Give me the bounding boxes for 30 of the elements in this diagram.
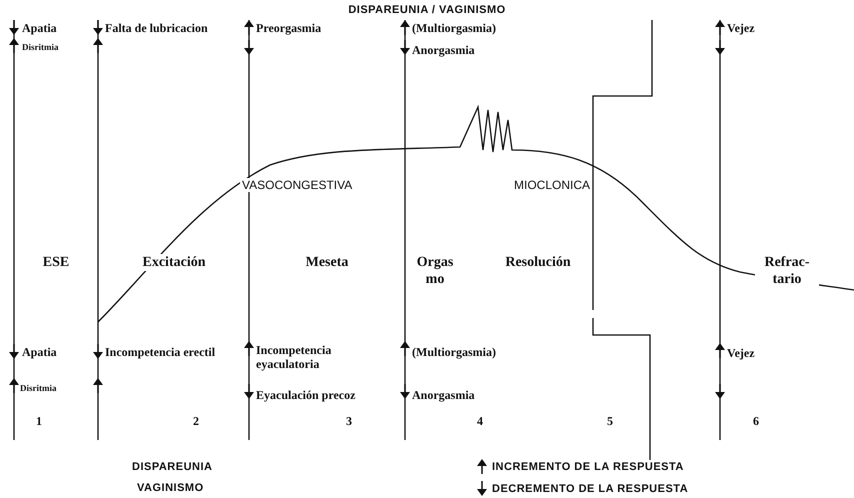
label: Falta de lubricacion bbox=[105, 21, 208, 35]
phase-name: Refrac- tario bbox=[755, 254, 819, 288]
label: Disritmia bbox=[22, 41, 58, 54]
step-number: 3 bbox=[346, 414, 352, 428]
step-number: 5 bbox=[607, 414, 613, 428]
legend-text: DECREMENTO DE LA RESPUESTA bbox=[492, 482, 688, 494]
label: Anorgasmia bbox=[412, 43, 475, 57]
label: (Multiorgasmia) bbox=[412, 345, 496, 359]
label: Anorgasmia bbox=[412, 388, 475, 402]
label: Vejez bbox=[727, 21, 755, 35]
step-number: 1 bbox=[36, 414, 42, 428]
label: Vejez bbox=[727, 346, 755, 360]
label: Incompetencia eyaculatoria bbox=[256, 343, 332, 371]
phase-label: VASOCONGESTIVA bbox=[240, 178, 354, 192]
label: Incompetencia erectil bbox=[105, 345, 216, 359]
legend-text: INCREMENTO DE LA RESPUESTA bbox=[492, 460, 684, 472]
phase-label: MIOCLONICA bbox=[512, 178, 592, 192]
note: DISPAREUNIA bbox=[132, 460, 212, 474]
label: Eyaculación precoz bbox=[256, 388, 356, 402]
step-number: 4 bbox=[477, 414, 483, 428]
label: Preorgasmia bbox=[256, 21, 322, 35]
label: Apatia bbox=[22, 21, 57, 35]
label: (Multiorgasmia) bbox=[412, 21, 496, 35]
note: VAGINISMO bbox=[137, 481, 204, 495]
label: Apatia bbox=[22, 345, 57, 359]
label: Disritmia bbox=[20, 382, 56, 395]
heading: DISPAREUNIA / VAGINISMO bbox=[347, 3, 507, 17]
step-number: 6 bbox=[753, 414, 759, 428]
phase-name: Excitación bbox=[140, 254, 208, 271]
step-number: 2 bbox=[193, 414, 199, 428]
